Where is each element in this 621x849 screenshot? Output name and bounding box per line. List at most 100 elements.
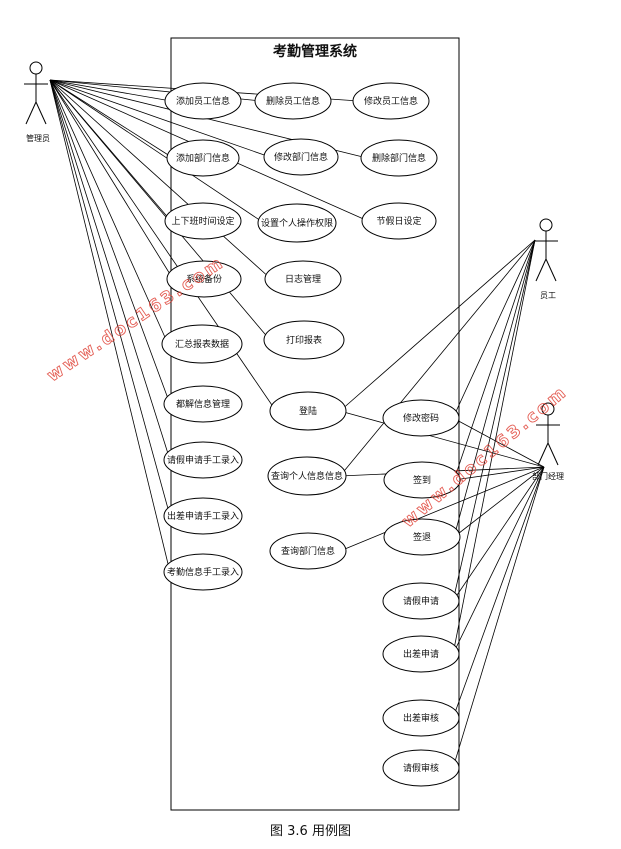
association-admin-summary (49, 79, 169, 345)
use-case-ellipse (164, 202, 242, 240)
use-case-delete-dept: 删除部门信息 (360, 139, 438, 177)
use-case-query-personal: 查询个人信息信息 (267, 456, 347, 496)
association-manager-change-pwd (452, 417, 545, 468)
use-case-backup: 系统备份 (166, 260, 242, 298)
association-employee-query-personal (339, 239, 536, 477)
system-boundary (170, 37, 460, 811)
association-manager-trip-review (452, 466, 545, 719)
use-case-ellipse (360, 139, 438, 177)
use-case-label: 打印报表 (286, 334, 322, 346)
use-case-ellipse (166, 139, 240, 177)
use-case-work-time: 上下班时间设定 (164, 202, 242, 240)
use-case-summary: 汇总报表数据 (161, 324, 243, 364)
use-case-ellipse (263, 320, 345, 360)
actor-left-leg (537, 442, 549, 466)
use-case-edit-employee: 修改员工信息 (352, 82, 430, 120)
association-admin-reward (49, 79, 171, 405)
use-case-leave-review: 请假审核 (382, 749, 460, 787)
association-admin-attend-manual (49, 79, 171, 573)
use-case-edit-dept: 修改部门信息 (263, 138, 339, 176)
use-case-ellipse (382, 635, 460, 673)
actor-admin: 管理员 (24, 61, 50, 143)
figure-caption: 图 3.6 用例图 (270, 824, 351, 839)
use-case-label: 节假日设定 (376, 215, 421, 227)
use-case-ellipse (382, 582, 460, 620)
association-admin-print (49, 79, 271, 341)
association-manager-leave-apply (452, 466, 545, 602)
use-case-label: 系统备份 (186, 273, 222, 285)
use-case-label: 出差申请手工录入 (167, 510, 239, 522)
use-case-ellipse (164, 82, 242, 120)
association-employee-leave-apply (452, 239, 536, 602)
use-case-label: 上下班时间设定 (171, 215, 234, 227)
use-case-label: 日志管理 (285, 273, 321, 285)
actor-right-leg (35, 101, 47, 125)
use-case-ellipse (382, 399, 460, 437)
use-case-label: 请假申请 (403, 595, 439, 607)
actor-label: 部门经理 (532, 471, 564, 481)
actor-employee: 员工 (534, 218, 558, 300)
use-case-ellipse (269, 532, 347, 570)
use-case-leave-manual: 请假申请手工录入 (163, 441, 243, 479)
use-case-label: 签到 (413, 474, 431, 486)
association-manager-trip-apply (452, 466, 545, 655)
use-case-label: 查询部门信息 (281, 545, 335, 557)
use-case-label: 都解信息管理 (176, 398, 230, 410)
association-admin-login (49, 79, 277, 412)
use-case-change-pwd: 修改密码 (382, 399, 460, 437)
use-case-log: 日志管理 (264, 260, 342, 298)
use-case-trip-review: 出差审核 (382, 699, 460, 737)
use-case-label: 出差申请 (403, 648, 439, 660)
association-admin-add-dept (49, 79, 174, 159)
association-admin-log (49, 79, 272, 280)
association-employee-trip-apply (452, 239, 536, 655)
use-case-add-dept: 添加部门信息 (166, 139, 240, 177)
use-case-ellipse (161, 324, 243, 364)
use-case-sign-out: 签退 (383, 518, 461, 556)
actor-left-leg (535, 258, 547, 282)
use-case-label: 登陆 (299, 405, 317, 417)
system-title: 考勤管理系统 (273, 43, 357, 60)
use-case-reward: 都解信息管理 (163, 385, 243, 423)
actor-label: 管理员 (26, 133, 50, 143)
actor-right-leg (547, 442, 559, 466)
use-case-ellipse (257, 203, 337, 243)
use-case-ellipse (361, 202, 437, 240)
use-case-label: 修改员工信息 (364, 95, 418, 107)
use-case-print: 打印报表 (263, 320, 345, 360)
use-case-ellipse (267, 456, 347, 496)
use-case-label: 修改部门信息 (274, 151, 328, 163)
association-employee-sign-in (453, 239, 536, 481)
use-case-ellipse (264, 260, 342, 298)
use-case-label: 请假审核 (403, 762, 439, 774)
association-lines (49, 79, 545, 769)
use-case-leave-apply: 请假申请 (382, 582, 460, 620)
use-case-ellipse (263, 138, 339, 176)
use-case-attend-manual: 考勤信息手工录入 (163, 553, 243, 591)
use-case-label: 添加员工信息 (176, 95, 230, 107)
use-case-ellipse (269, 391, 347, 431)
use-case-sign-in: 签到 (383, 461, 461, 499)
association-manager-sign-out (453, 466, 545, 538)
use-case-holiday: 节假日设定 (361, 202, 437, 240)
association-manager-sign-in (453, 466, 545, 481)
use-case-label: 查询个人信息信息 (271, 470, 343, 482)
use-case-label: 添加部门信息 (176, 152, 230, 164)
use-case-label: 汇总报表数据 (175, 338, 229, 350)
use-case-label: 考勤信息手工录入 (167, 566, 239, 578)
actor-manager: 部门经理 (532, 402, 564, 481)
use-case-label: 请假申请手工录入 (167, 454, 239, 466)
use-case-trip-manual: 出差申请手工录入 (163, 497, 243, 535)
use-case-ellipse (163, 553, 243, 591)
association-manager-login (339, 410, 545, 468)
association-admin-permission (49, 79, 265, 224)
association-employee-sign-out (453, 239, 536, 538)
association-admin-edit-dept (49, 79, 271, 158)
use-case-ellipse (163, 385, 243, 423)
use-case-label: 出差审核 (403, 712, 439, 724)
use-case-login: 登陆 (269, 391, 347, 431)
actor-right-leg (545, 258, 557, 282)
use-case-ellipse (352, 82, 430, 120)
